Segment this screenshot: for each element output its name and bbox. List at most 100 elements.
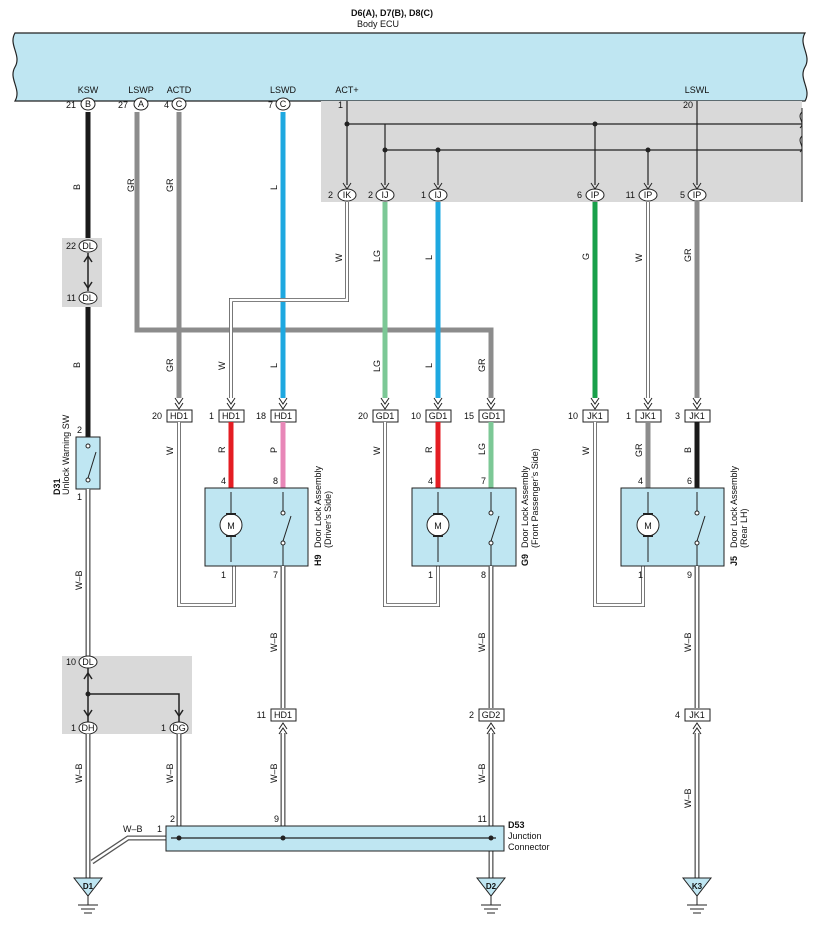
svg-text:W: W bbox=[165, 446, 175, 455]
svg-text:2: 2 bbox=[170, 814, 175, 824]
svg-text:7: 7 bbox=[481, 476, 486, 486]
svg-text:(Driver’s Side): (Driver’s Side) bbox=[323, 491, 333, 548]
svg-text:GR: GR bbox=[126, 178, 136, 192]
wire-lswp-gray bbox=[134, 112, 494, 398]
connector-row-gd1: GD1 20 GD1 10 GD1 15 bbox=[358, 397, 505, 423]
svg-text:GD2: GD2 bbox=[482, 710, 501, 720]
svg-text:W–B: W–B bbox=[683, 788, 693, 808]
svg-text:GD1: GD1 bbox=[482, 411, 501, 421]
svg-text:W–B: W–B bbox=[123, 824, 143, 834]
svg-text:7: 7 bbox=[273, 570, 278, 580]
svg-text:D31: D31 bbox=[52, 478, 62, 495]
svg-text:4: 4 bbox=[221, 476, 226, 486]
ecu-name: Body ECU bbox=[357, 19, 399, 29]
svg-text:11: 11 bbox=[478, 814, 487, 824]
svg-text:W: W bbox=[334, 253, 344, 262]
svg-text:M: M bbox=[434, 521, 442, 531]
junction-connector-d53: 1 2 9 11 D53 Junction Connector bbox=[157, 814, 550, 852]
connector-row-hd1: HD1 20 HD1 1 HD1 18 bbox=[152, 397, 297, 423]
svg-text:H9: H9 bbox=[313, 554, 323, 566]
svg-text:HD1: HD1 bbox=[274, 411, 292, 421]
svg-text:DL: DL bbox=[82, 241, 94, 251]
svg-text:2: 2 bbox=[328, 190, 333, 200]
svg-text:LG: LG bbox=[372, 360, 382, 372]
svg-text:7: 7 bbox=[268, 100, 273, 110]
svg-text:D2: D2 bbox=[486, 882, 497, 891]
svg-text:IP: IP bbox=[591, 190, 600, 200]
svg-text:Connector: Connector bbox=[508, 842, 550, 852]
ecu-pin-ovals: B A C C bbox=[80, 97, 291, 111]
joint-dl-top: DL 22 DL 11 bbox=[62, 238, 102, 307]
terminal-ksw: KSW bbox=[78, 85, 99, 95]
svg-text:W–B: W–B bbox=[477, 632, 487, 652]
svg-text:IJ: IJ bbox=[381, 190, 388, 200]
svg-text:JK1: JK1 bbox=[640, 411, 656, 421]
svg-text:1: 1 bbox=[71, 723, 76, 733]
svg-text:LG: LG bbox=[477, 443, 487, 455]
svg-text:4: 4 bbox=[638, 476, 643, 486]
svg-text:HD1: HD1 bbox=[274, 710, 292, 720]
svg-text:6: 6 bbox=[687, 476, 692, 486]
svg-text:IJ: IJ bbox=[434, 190, 441, 200]
wire-color-labels-middle: W R P W R LG W GR B bbox=[165, 443, 693, 457]
svg-text:GR: GR bbox=[477, 358, 487, 372]
gray-shaded-area bbox=[321, 101, 802, 202]
terminal-actd: ACTD bbox=[167, 85, 192, 95]
svg-text:L: L bbox=[269, 363, 279, 368]
svg-text:4: 4 bbox=[428, 476, 433, 486]
svg-text:1: 1 bbox=[77, 492, 82, 502]
svg-text:2: 2 bbox=[368, 190, 373, 200]
joint-bottom: DL 10 DH 1 DG 1 bbox=[62, 655, 192, 735]
door-lock-h9: M 4 8 1 7 H9 Door Lock Assembly (Driver’… bbox=[204, 465, 333, 580]
svg-text:8: 8 bbox=[481, 570, 486, 580]
svg-text:DH: DH bbox=[82, 723, 95, 733]
svg-text:Door Lock Assembly: Door Lock Assembly bbox=[729, 465, 739, 548]
svg-text:Unlock Warning SW: Unlock Warning SW bbox=[61, 414, 71, 495]
svg-text:22: 22 bbox=[66, 241, 76, 251]
door-lock-j5: M 4 6 1 9 J5 Door Lock Assembly (Rear LH… bbox=[620, 465, 749, 580]
svg-text:G9: G9 bbox=[520, 554, 530, 566]
svg-text:21: 21 bbox=[66, 100, 76, 110]
svg-text:GD1: GD1 bbox=[429, 411, 448, 421]
svg-text:D1: D1 bbox=[83, 882, 94, 891]
svg-text:HD1: HD1 bbox=[222, 411, 240, 421]
svg-text:B: B bbox=[72, 184, 82, 190]
svg-text:10: 10 bbox=[568, 411, 578, 421]
ground-d2: D2 bbox=[475, 877, 507, 914]
svg-text:W: W bbox=[217, 361, 227, 370]
ground-d1: D1 bbox=[72, 877, 104, 914]
svg-text:5: 5 bbox=[680, 190, 685, 200]
svg-text:3: 3 bbox=[675, 411, 680, 421]
svg-text:C: C bbox=[280, 99, 287, 109]
svg-text:R: R bbox=[217, 446, 227, 453]
svg-text:4: 4 bbox=[164, 100, 169, 110]
svg-text:4: 4 bbox=[675, 710, 680, 720]
svg-text:9: 9 bbox=[687, 570, 692, 580]
ecu-connector-codes: D6(A), D7(B), D8(C) bbox=[351, 8, 433, 18]
svg-text:15: 15 bbox=[464, 411, 474, 421]
door-lock-g9: M 4 7 1 8 G9 Door Lock Assembly (Front P… bbox=[411, 448, 540, 580]
wire-ik-white bbox=[229, 202, 349, 398]
svg-text:11: 11 bbox=[257, 710, 266, 720]
ground-k3: K3 bbox=[681, 877, 713, 914]
svg-text:K3: K3 bbox=[692, 882, 703, 891]
svg-text:1: 1 bbox=[161, 723, 166, 733]
svg-text:11: 11 bbox=[67, 293, 76, 303]
terminal-lswl: LSWL bbox=[685, 85, 710, 95]
svg-text:1: 1 bbox=[209, 411, 214, 421]
svg-text:W: W bbox=[634, 253, 644, 262]
svg-text:1: 1 bbox=[428, 570, 433, 580]
svg-text:R: R bbox=[424, 446, 434, 453]
svg-text:B: B bbox=[72, 362, 82, 368]
terminal-lswd: LSWD bbox=[270, 85, 297, 95]
svg-text:HD1: HD1 bbox=[170, 411, 188, 421]
svg-text:20: 20 bbox=[683, 100, 693, 110]
svg-text:M: M bbox=[227, 521, 235, 531]
svg-text:6: 6 bbox=[577, 190, 582, 200]
svg-text:B: B bbox=[683, 447, 693, 453]
svg-text:GD1: GD1 bbox=[376, 411, 395, 421]
svg-text:IK: IK bbox=[343, 190, 352, 200]
svg-text:GR: GR bbox=[165, 178, 175, 192]
svg-text:8: 8 bbox=[273, 476, 278, 486]
